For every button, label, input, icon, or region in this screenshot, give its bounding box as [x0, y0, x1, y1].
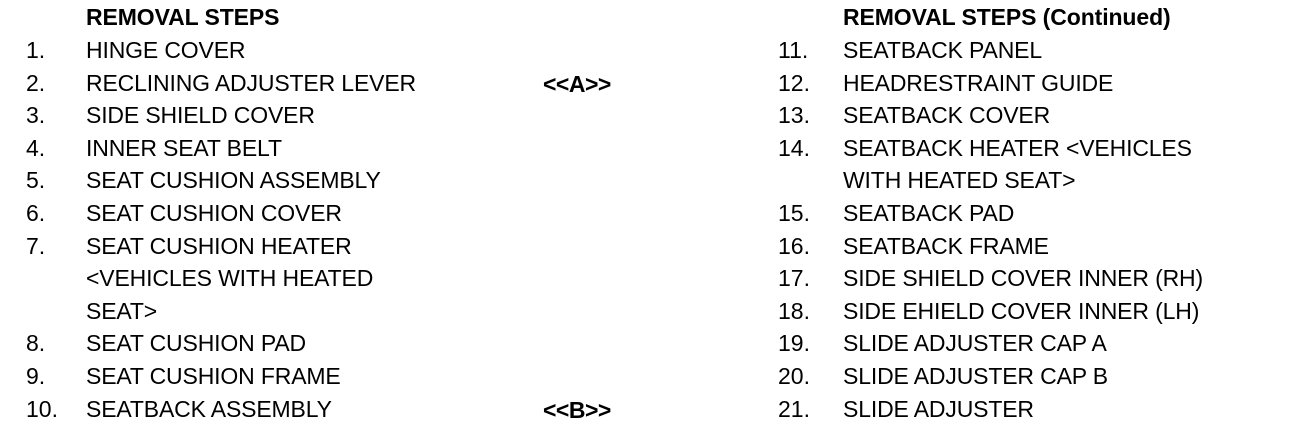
- step-number: 11.: [778, 37, 809, 63]
- step-number: 18.: [778, 297, 810, 324]
- step-label: HEADRESTRAINT GUIDE: [843, 69, 1114, 96]
- step-number: 6.: [26, 199, 46, 226]
- step-label: SEAT CUSHION HEATER: [86, 232, 352, 259]
- step-number: 15.: [778, 199, 810, 226]
- step-label: SEAT CUSHION PAD: [86, 330, 306, 357]
- step-row: 12. HEADRESTRAINT GUIDE: [760, 67, 1312, 100]
- step-label: SEAT CUSHION FRAME: [86, 362, 341, 389]
- step-row: 13. SEATBACK COVER: [760, 99, 1312, 132]
- step-label: SLIDE ADJUSTER: [843, 395, 1034, 422]
- step-row: 6. SEAT CUSHION COVER: [0, 197, 700, 230]
- step-number: 8.: [26, 330, 46, 357]
- step-label: SEATBACK HEATER <VEHICLES: [843, 134, 1192, 161]
- left-column-heading: REMOVAL STEPS: [86, 4, 280, 30]
- step-number: 19.: [778, 330, 810, 357]
- step-number: 16.: [778, 232, 810, 259]
- step-row: 15. SEATBACK PAD: [760, 197, 1312, 230]
- step-row-continuation: <VEHICLES WITH HEATED: [0, 262, 700, 295]
- step-number: 13.: [778, 102, 810, 129]
- step-row: 16. SEATBACK FRAME: [760, 230, 1312, 263]
- step-number: 12.: [778, 69, 810, 96]
- step-label: <VEHICLES WITH HEATED: [86, 265, 374, 292]
- step-number: 4.: [26, 134, 46, 161]
- step-label: SLIDE ADJUSTER CAP A: [843, 330, 1107, 357]
- step-label: SEAT CUSHION COVER: [86, 199, 342, 226]
- step-number: 10.: [26, 395, 58, 422]
- step-row: 8. SEAT CUSHION PAD: [0, 327, 700, 360]
- step-label: SEATBACK PAD: [843, 199, 1015, 226]
- step-number: 14.: [778, 134, 810, 161]
- step-label: SLIDE ADJUSTER CAP B: [843, 362, 1108, 389]
- step-label: WITH HEATED SEAT>: [843, 167, 1076, 194]
- step-label: INNER SEAT BELT: [86, 134, 282, 161]
- step-row: 7. SEAT CUSHION HEATER: [0, 230, 700, 263]
- step-label: SEATBACK COVER: [843, 102, 1051, 129]
- step-row: 5. SEAT CUSHION ASSEMBLY: [0, 164, 700, 197]
- step-number: 17.: [778, 265, 810, 292]
- step-row: 10. SEATBACK ASSEMBLY: [0, 393, 700, 426]
- step-row: 11. SEATBACK PANEL: [760, 34, 1312, 67]
- step-number: 5.: [26, 167, 46, 194]
- step-label: SIDE SHIELD COVER: [86, 102, 315, 129]
- step-row: 17. SIDE SHIELD COVER INNER (RH): [760, 262, 1312, 295]
- step-label: SEAT>: [86, 297, 158, 324]
- step-row-continuation: WITH HEATED SEAT>: [760, 164, 1312, 197]
- left-steps-list: 1. HINGE COVER 2. RECLINING ADJUSTER LEVER 3…: [0, 34, 700, 425]
- step-number: 9.: [26, 362, 46, 389]
- step-number: 21.: [778, 395, 810, 422]
- step-row: 1. HINGE COVER: [0, 34, 700, 67]
- step-label: RECLINING ADJUSTER LEVER: [86, 69, 416, 96]
- step-row: 14. SEATBACK HEATER <VEHICLES: [760, 132, 1312, 165]
- step-number: 7.: [26, 232, 46, 259]
- step-label: SEAT CUSHION ASSEMBLY: [86, 167, 381, 194]
- step-row: 9. SEAT CUSHION FRAME: [0, 360, 700, 393]
- step-number: 2.: [26, 69, 46, 96]
- right-column-heading: REMOVAL STEPS (Continued): [843, 4, 1171, 30]
- callout-marker-a: <<A>>: [543, 71, 611, 97]
- step-row: 3. SIDE SHIELD COVER: [0, 99, 700, 132]
- step-label: SEATBACK PANEL: [843, 37, 1043, 63]
- step-label: SEATBACK FRAME: [843, 232, 1049, 259]
- step-row: 4. INNER SEAT BELT: [0, 132, 700, 165]
- step-label: HINGE COVER: [86, 37, 246, 63]
- step-row-continuation: SEAT>: [0, 295, 700, 328]
- step-row: 19. SLIDE ADJUSTER CAP A: [760, 327, 1312, 360]
- step-number: 20.: [778, 362, 810, 389]
- step-row: 2. RECLINING ADJUSTER LEVER: [0, 67, 700, 100]
- step-row: 18. SIDE EHIELD COVER INNER (LH): [760, 295, 1312, 328]
- callout-marker-b: <<B>>: [543, 397, 611, 423]
- step-row: 20. SLIDE ADJUSTER CAP B: [760, 360, 1312, 393]
- step-number: 1.: [26, 37, 46, 63]
- step-row: 21. SLIDE ADJUSTER: [760, 393, 1312, 426]
- step-label: SIDE EHIELD COVER INNER (LH): [843, 297, 1200, 324]
- step-label: SIDE SHIELD COVER INNER (RH): [843, 265, 1204, 292]
- step-number: 3.: [26, 102, 46, 129]
- step-label: SEATBACK ASSEMBLY: [86, 395, 332, 422]
